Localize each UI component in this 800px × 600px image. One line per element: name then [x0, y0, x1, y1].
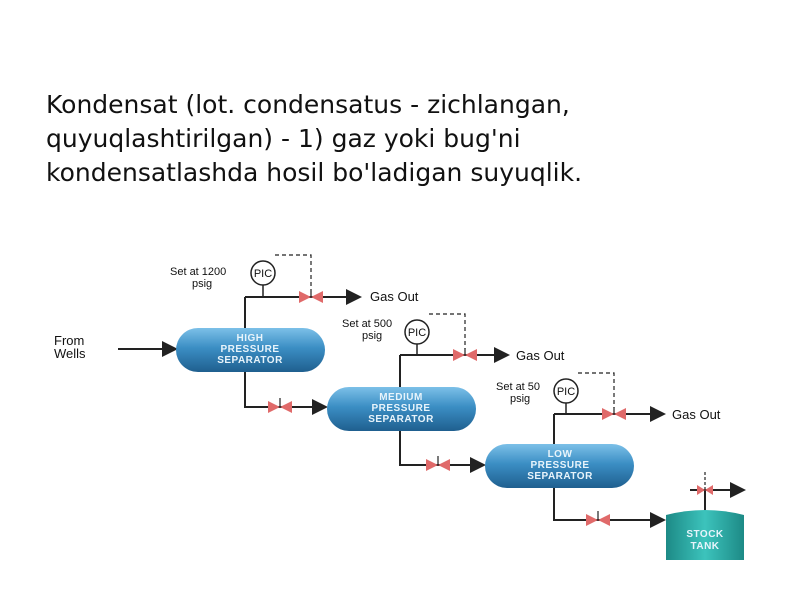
vessel-label: SEPARATOR [217, 355, 283, 366]
set-point-unit: psig [192, 278, 212, 290]
stage-medium-pressure: Set at 500 psig PIC Gas Out MEDIUM PRESS… [327, 313, 565, 473]
vessel-label: SEPARATOR [368, 414, 434, 425]
stage-high-pressure: Set at 1200 psig PIC Gas Out HIGH PRESSU… [170, 254, 419, 415]
stock-tank: STOCK TANK [666, 472, 746, 560]
slide-body-text: Kondensat (lot. condensatus - zichlangan… [46, 88, 766, 190]
gas-out-label: Gas Out [672, 407, 721, 422]
slide-text-line: kondensatlashda hosil bo'ladigan suyuqli… [46, 158, 583, 187]
vessel-label: PRESSURE [220, 344, 279, 355]
control-signal-line [578, 372, 615, 408]
control-valve-icon [453, 348, 477, 361]
vessel-label: SEPARATOR [527, 471, 593, 482]
set-point-label: Set at 50 [496, 381, 540, 393]
pressure-controller-label: PIC [254, 268, 272, 280]
liquid-out-pipe [553, 488, 666, 528]
vent-valve-icon [697, 485, 713, 495]
stage-low-pressure: Set at 50 psig PIC Gas Out LOW PRESSURE … [485, 372, 721, 528]
control-signal-line [429, 313, 466, 349]
high-pressure-separator [176, 328, 325, 372]
control-valve-icon [299, 290, 323, 303]
liquid-valve-icon [586, 511, 610, 526]
set-point-unit: psig [362, 330, 382, 342]
inlet-label-line: Wells [54, 346, 86, 361]
gas-out-label: Gas Out [516, 348, 565, 363]
vessel-label: PRESSURE [371, 403, 430, 414]
liquid-out-pipe [399, 431, 486, 473]
set-point-label: Set at 1200 [170, 266, 226, 278]
inlet-label-line: From [54, 333, 84, 348]
liquid-valve-icon [426, 456, 450, 471]
control-valve-icon [602, 407, 626, 420]
stock-tank-body [666, 510, 744, 560]
vessel-label: LOW [548, 449, 573, 460]
liquid-valve-icon [268, 398, 292, 413]
vessel-label: HIGH [237, 333, 264, 344]
tank-label: TANK [690, 541, 719, 552]
slide-text-line: Kondensat (lot. condensatus - zichlangan… [46, 90, 570, 119]
vessel-label: PRESSURE [530, 460, 589, 471]
pressure-controller-label: PIC [408, 327, 426, 339]
medium-pressure-separator [327, 387, 476, 431]
gas-out-label: Gas Out [370, 289, 419, 304]
tank-label: STOCK [686, 529, 724, 540]
pressure-controller-label: PIC [557, 386, 575, 398]
low-pressure-separator [485, 444, 634, 488]
inlet-label: From Wells [54, 333, 86, 361]
liquid-out-pipe [244, 372, 328, 415]
set-point-unit: psig [510, 393, 530, 405]
set-point-label: Set at 500 [342, 318, 392, 330]
slide-text-line: quyuqlashtirilgan) - 1) gaz yoki bug'ni [46, 124, 521, 153]
control-signal-line [275, 254, 312, 290]
vessel-label: MEDIUM [379, 392, 423, 403]
